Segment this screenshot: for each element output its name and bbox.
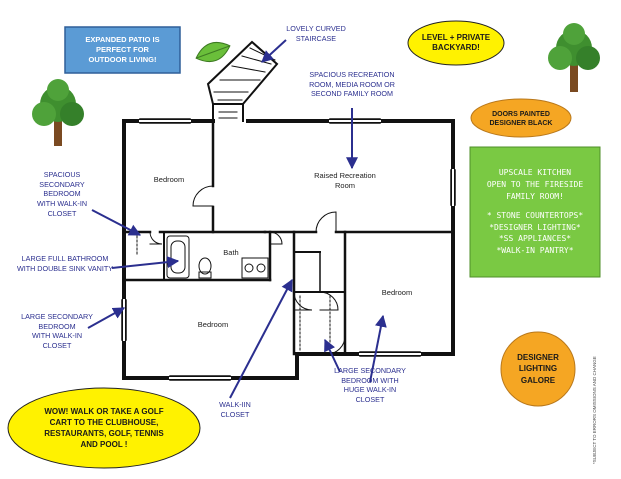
arrow-staircase <box>261 39 287 63</box>
kitchen-callout: UPSCALE KITCHEN OPEN TO THE FIRESIDE FAM… <box>470 147 600 277</box>
large-secondary-right-label: LARGE SECONDARY BEDROOM WITH HUGE WALK-I… <box>325 366 415 405</box>
kitchen-feature: *SS APPLIANCES* <box>498 234 572 244</box>
walk-in-line: WALK-IIN <box>219 400 251 409</box>
tree-icon <box>32 79 84 146</box>
lighting-callout: DESIGNER LIGHTING GALORE <box>501 332 575 406</box>
staircase-label-line: LOVELY CURVED <box>286 24 346 33</box>
large-secondary-right-line: LARGE SECONDARY <box>334 366 406 375</box>
doors-callout-ellipse <box>470 98 572 138</box>
kitchen-feature: * STONE COUNTERTOPS* <box>486 211 584 221</box>
backyard-callout-ellipse <box>407 20 505 66</box>
room-label-bath: Bath <box>223 248 239 257</box>
tree-icon <box>548 23 600 92</box>
secondary-bedroom-line: SECONDARY <box>39 179 85 189</box>
kitchen-heading-line: OPEN TO THE FIRESIDE <box>486 180 584 190</box>
windows <box>121 118 456 381</box>
room-label-recreation-line: Raised Recreation <box>314 171 376 180</box>
recreation-label-line: ROOM, MEDIA ROOM OR <box>309 79 395 89</box>
patio-callout-box <box>64 26 181 74</box>
kitchen-feature: *DESIGNER LIGHTING* <box>489 222 581 232</box>
staircase <box>206 40 279 122</box>
lighting-line: GALORE <box>520 375 556 385</box>
large-secondary-left-line: CLOSET <box>42 341 72 351</box>
walk-in-label: WALK-IIN CLOSET <box>210 400 260 419</box>
walk-in-line: CLOSET <box>220 409 250 419</box>
secondary-bedroom-line: WITH WALK-IN <box>36 199 88 209</box>
annotation-arrows <box>87 39 387 399</box>
golf-callout: WOW! WALK OR TAKE A GOLF CART TO THE CLU… <box>16 394 192 462</box>
arrow-walk-in <box>229 278 293 399</box>
lighting-callout-circle <box>500 331 576 407</box>
large-secondary-left-line: LARGE SECONDARY <box>21 312 93 321</box>
arrow-large-bedroom-right-closet <box>324 338 341 373</box>
arrow-secondary-bedroom <box>91 209 142 236</box>
golf-line: CART TO THE CLUBHOUSE, <box>49 417 159 427</box>
lighting-line: DESIGNER <box>517 353 559 363</box>
kitchen-callout-box <box>469 146 601 278</box>
room-label-recreation: Raised Recreation Room <box>300 171 390 191</box>
patio-callout: EXPANDED PATIO IS PERFECT FOR OUTDOOR LI… <box>65 27 180 73</box>
large-secondary-left-label: LARGE SECONDARY BEDROOM WITH WALK-IN CLO… <box>12 312 102 351</box>
kitchen-feature: *WALK-IN PANTRY* <box>496 245 574 255</box>
floor-plan <box>121 40 456 381</box>
golf-callout-ellipse <box>7 387 201 469</box>
staircase-label-line: STAIRCASE <box>295 33 337 43</box>
room-label-bedroom-bottom-left: Bedroom <box>197 320 229 329</box>
arrow-large-bedroom-left <box>87 307 126 329</box>
backyard-line: LEVEL + PRIVATE <box>421 32 491 42</box>
large-secondary-right-line: HUGE WALK-IN <box>343 385 397 395</box>
recreation-label-line: SECOND FAMILY ROOM <box>310 89 393 99</box>
golf-line: WOW! WALK OR TAKE A GOLF <box>44 406 164 416</box>
bathroom-line: WITH DOUBLE SINK VANITY <box>16 263 114 273</box>
room-label-recreation-line: Room <box>334 180 355 190</box>
disclaimer: *SUBJECT TO ERRORS OMISSIONS AND CHANGE <box>592 356 597 464</box>
room-label-bedroom-top-left: Bedroom <box>153 175 185 184</box>
arrow-bathroom <box>111 256 180 269</box>
patio-line: EXPANDED PATIO IS <box>85 34 160 44</box>
large-secondary-left-line: BEDROOM <box>38 321 76 331</box>
bathroom-line: LARGE FULL BATHROOM <box>21 254 109 263</box>
doors-line: DOORS PAINTED <box>492 110 550 118</box>
door-swings <box>149 185 346 355</box>
backyard-callout: LEVEL + PRIVATE BACKYARD! <box>408 22 504 64</box>
secondary-bedroom-line: SPACIOUS <box>43 170 81 179</box>
room-label-bedroom-right: Bedroom <box>381 288 413 297</box>
lighting-line: LIGHTING <box>518 364 558 374</box>
recreation-label-line: SPACIOUS RECREATION <box>309 70 395 79</box>
secondary-bedroom-line: BEDROOM <box>43 189 81 199</box>
staircase-label: LOVELY CURVED STAIRCASE <box>276 24 356 43</box>
doors-line: DESIGNER BLACK <box>489 120 553 127</box>
large-secondary-left-line: WITH WALK-IN <box>31 331 83 341</box>
golf-line: RESTAURANTS, GOLF, TENNIS <box>44 429 164 438</box>
patio-line: OUTDOOR LIVING! <box>88 55 157 65</box>
secondary-bedroom-line: CLOSET <box>47 208 77 218</box>
arrow-large-bedroom-right <box>369 314 387 383</box>
large-secondary-right-line: CLOSET <box>355 395 385 405</box>
backyard-line: BACKYARD! <box>432 43 480 52</box>
large-secondary-right-line: BEDROOM WITH <box>341 375 399 385</box>
golf-line: AND POOL ! <box>80 440 128 450</box>
kitchen-heading-line: UPSCALE KITCHEN <box>498 168 572 178</box>
kitchen-heading-line: FAMILY ROOM! <box>506 191 564 201</box>
bathroom-label: LARGE FULL BATHROOM WITH DOUBLE SINK VAN… <box>10 254 120 273</box>
patio-line: PERFECT FOR <box>96 44 149 54</box>
doors-callout: DOORS PAINTED DESIGNER BLACK <box>471 100 571 138</box>
recreation-label: SPACIOUS RECREATION ROOM, MEDIA ROOM OR … <box>300 70 404 99</box>
bath-fixtures <box>166 235 269 279</box>
leaf-icon <box>195 42 231 62</box>
secondary-bedroom-label: SPACIOUS SECONDARY BEDROOM WITH WALK-IN … <box>22 170 102 219</box>
